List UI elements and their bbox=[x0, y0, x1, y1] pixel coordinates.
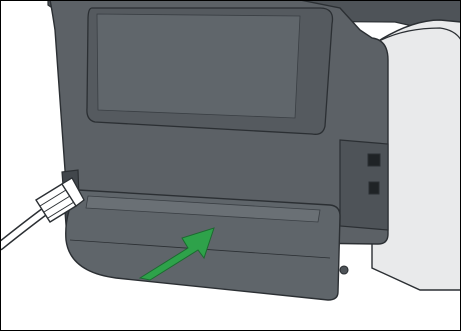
usb-port bbox=[368, 154, 380, 166]
printer-upper-panel-inner bbox=[97, 14, 300, 118]
connector-plate bbox=[340, 140, 388, 230]
cover-screw-hole bbox=[340, 266, 348, 274]
ethernet-port bbox=[369, 182, 379, 194]
